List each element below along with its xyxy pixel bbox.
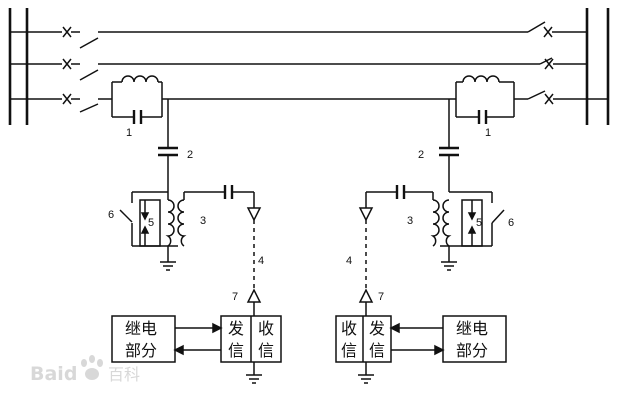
right-send-char2: 信 [369, 341, 385, 360]
left-busbars [8, 8, 29, 125]
label-2-left: 2 [187, 149, 193, 161]
label-7-right: 7 [378, 291, 384, 303]
label-3-right: 3 [407, 215, 413, 227]
right-coupling-filter [358, 185, 505, 316]
watermark: Baid 百科 [30, 355, 140, 385]
watermark-cjk: 百科 [108, 365, 140, 384]
left-phase-lines [10, 26, 540, 113]
left-receive-char1: 收 [258, 319, 274, 338]
left-coupling-filter [119, 185, 262, 316]
right-receive-char1: 收 [341, 319, 357, 338]
right-busbars [585, 8, 610, 125]
label-6-right: 6 [508, 217, 514, 229]
label-1-left: 1 [126, 127, 132, 139]
left-relay-box [111, 315, 176, 363]
left-send-char1: 发 [228, 319, 244, 338]
left-coupling-capacitor [158, 99, 178, 192]
right-signal-arrows [389, 322, 445, 356]
paw-logo [81, 355, 103, 380]
right-line-trap [455, 75, 515, 124]
left-transceiver-box [220, 315, 282, 363]
right-relay-box [442, 315, 507, 363]
label-2-right: 2 [418, 149, 424, 161]
left-line-trap [111, 75, 163, 124]
label-3-left: 3 [200, 215, 206, 227]
right-relay-text-line1: 继电 [456, 319, 488, 338]
right-coupling-capacitor [439, 99, 459, 192]
label-5-right: 5 [476, 217, 482, 229]
right-phase-lines [514, 21, 608, 105]
label-4-left: 4 [258, 255, 264, 267]
label-6-left: 6 [108, 209, 114, 221]
left-relay-text-line1: 继电 [125, 319, 157, 338]
right-ground [358, 362, 374, 384]
label-7-left: 7 [232, 291, 238, 303]
right-transceiver-box [335, 315, 392, 363]
right-send-char1: 发 [369, 319, 385, 338]
label-4-right: 4 [346, 255, 352, 267]
right-receive-char2: 信 [341, 341, 357, 360]
label-5-left: 5 [148, 217, 154, 229]
label-1-right: 1 [485, 127, 491, 139]
left-ground [246, 362, 262, 384]
watermark-brand: Baid [30, 363, 77, 385]
right-relay-text-line2: 部分 [456, 341, 488, 360]
left-relay-text-line2: 部分 [125, 341, 157, 360]
left-signal-arrows [173, 322, 223, 356]
left-send-char2: 信 [228, 341, 244, 360]
left-receive-char2: 信 [258, 341, 274, 360]
